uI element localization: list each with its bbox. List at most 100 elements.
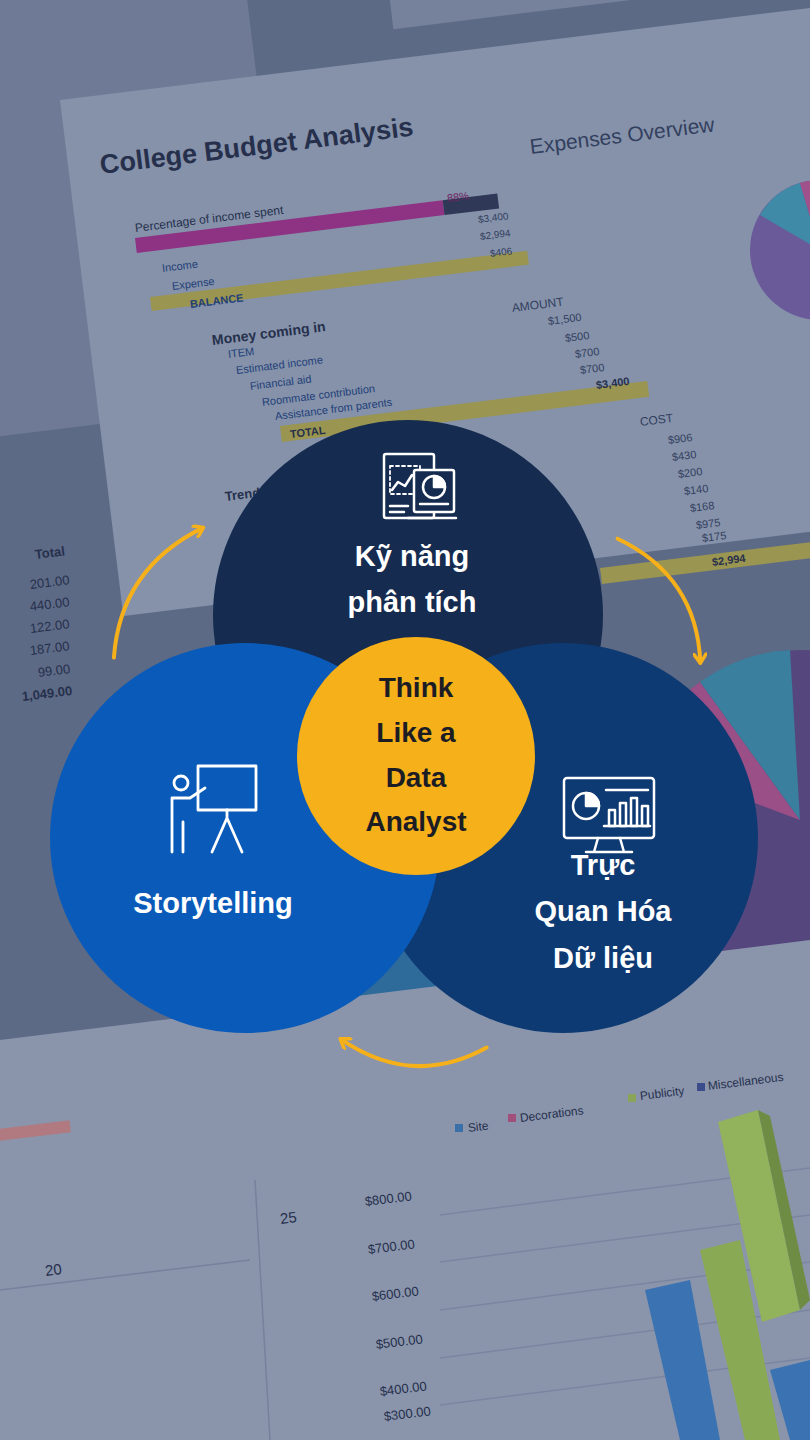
paper-sheet — [0, 940, 810, 1440]
label-slot: $700 — [574, 345, 600, 361]
background-label: $2,994 — [479, 227, 511, 242]
label-slot: Publicity — [639, 1085, 685, 1104]
icon-frame — [390, 466, 420, 494]
background-label: 201.00 — [29, 573, 70, 593]
background-label: $700.00 — [367, 1237, 415, 1258]
bar-3d — [645, 1280, 720, 1440]
label-slot: $500 — [564, 329, 590, 345]
label-slot: $200 — [677, 465, 703, 481]
label-slot: $406 — [489, 245, 512, 259]
icon-bar — [620, 803, 626, 826]
label-slot: $140 — [683, 482, 709, 498]
background-label: $500 — [564, 329, 590, 345]
label-slot: $906 — [667, 431, 693, 447]
background-label: $700 — [579, 361, 605, 377]
background-label: $800.00 — [364, 1189, 412, 1210]
label-slot: 1,049.00 — [21, 684, 73, 705]
node-label: Trực Quan Hóa Dữ liệu — [526, 842, 681, 981]
label-slot: 122.00 — [29, 617, 70, 637]
background-label: 88% — [446, 189, 469, 204]
background-label: 440.00 — [29, 595, 70, 615]
icon-body — [172, 788, 205, 852]
background-label: Total — [34, 544, 66, 562]
bar-3d — [770, 1360, 810, 1440]
background-label: 20 — [44, 1260, 63, 1279]
background-label: $1,500 — [547, 311, 582, 328]
icon-pie-slice — [434, 476, 445, 487]
background-label: AMOUNT — [511, 296, 564, 316]
chart-bar — [0, 1120, 71, 1142]
text-slot: Think Like a Data Analyst — [357, 666, 476, 845]
background-label: 1,049.00 — [21, 684, 73, 705]
icon-lines — [408, 504, 456, 518]
label-slot: Total — [34, 544, 66, 562]
background-label: $3,400 — [595, 375, 630, 392]
background-label: 187.00 — [29, 639, 70, 659]
background-label: Percentage of income spent — [134, 204, 284, 236]
icon-line-chart — [392, 475, 418, 490]
presenter-icon — [172, 766, 256, 852]
node-label: Storytelling — [133, 880, 293, 926]
label-slot: Site — [467, 1120, 489, 1136]
background-label: $906 — [667, 431, 693, 447]
icon-stand — [586, 838, 632, 852]
text-slot: Kỹ năng phân tích — [317, 533, 508, 626]
icon-lines — [604, 790, 650, 826]
background-label: 25 — [279, 1208, 298, 1227]
label-slot: 440.00 — [29, 595, 70, 615]
node-label: Kỹ năng phân tích — [317, 533, 508, 626]
label-slot: $600.00 — [371, 1284, 419, 1305]
label-slot: College Budget Analysis — [98, 112, 415, 181]
icon-pie — [423, 476, 445, 498]
label-slot: Decorations — [519, 1104, 584, 1125]
cycle-arrow — [114, 528, 203, 658]
background-label: $600.00 — [371, 1284, 419, 1305]
pie-slice — [760, 183, 810, 250]
background-label: Expense — [171, 275, 215, 293]
icon-pie-slice — [586, 793, 599, 806]
label-slot: $700 — [579, 361, 605, 377]
label-slot: Expenses Overview — [529, 112, 716, 159]
label-slot: TOTAL — [289, 424, 326, 441]
background-label: TOTAL — [289, 424, 326, 441]
background-label: $500.00 — [375, 1332, 423, 1353]
label-slot: BALANCE — [189, 291, 244, 310]
background-label: $400.00 — [379, 1379, 427, 1400]
label-slot: $2,994 — [479, 227, 511, 242]
label-slot: Expense — [171, 275, 215, 293]
label-slot: $168 — [689, 499, 715, 515]
icon-easel — [212, 810, 242, 852]
label-slot: $3,400 — [595, 375, 630, 392]
background-label: $140 — [683, 482, 709, 498]
bar-3d-side — [758, 1110, 810, 1310]
background-label: Site — [467, 1120, 489, 1136]
background-label: 122.00 — [29, 617, 70, 637]
icon-document — [384, 454, 434, 518]
label-slot: $3,400 — [477, 210, 509, 225]
pie-chart — [750, 180, 810, 320]
background-label: Publicity — [639, 1085, 685, 1104]
label-slot: $700.00 — [367, 1237, 415, 1258]
label-slot: 201.00 — [29, 573, 70, 593]
background-label: $700 — [574, 345, 600, 361]
background-label: Financial aid — [249, 373, 312, 393]
background-label: 99.00 — [37, 662, 71, 681]
label-slot: Income — [161, 258, 198, 275]
label-slot: 99.00 — [37, 662, 71, 681]
label-slot: Money coming in — [211, 318, 326, 348]
background-label: BALANCE — [189, 291, 244, 310]
background-label: $406 — [489, 245, 512, 259]
label-slot: AMOUNT — [511, 296, 564, 316]
label-slot: ITEM — [227, 345, 255, 361]
node-label: Think Like a Data Analyst — [357, 666, 476, 845]
pie-slice — [800, 180, 810, 250]
icon-pie — [573, 793, 599, 819]
background-label: Income — [161, 258, 198, 275]
background-label: $168 — [689, 499, 715, 515]
icon-bar — [609, 810, 615, 826]
label-slot: 25 — [279, 1208, 298, 1227]
background-label: $300.00 — [383, 1404, 431, 1425]
background-label: Expenses Overview — [529, 112, 716, 159]
